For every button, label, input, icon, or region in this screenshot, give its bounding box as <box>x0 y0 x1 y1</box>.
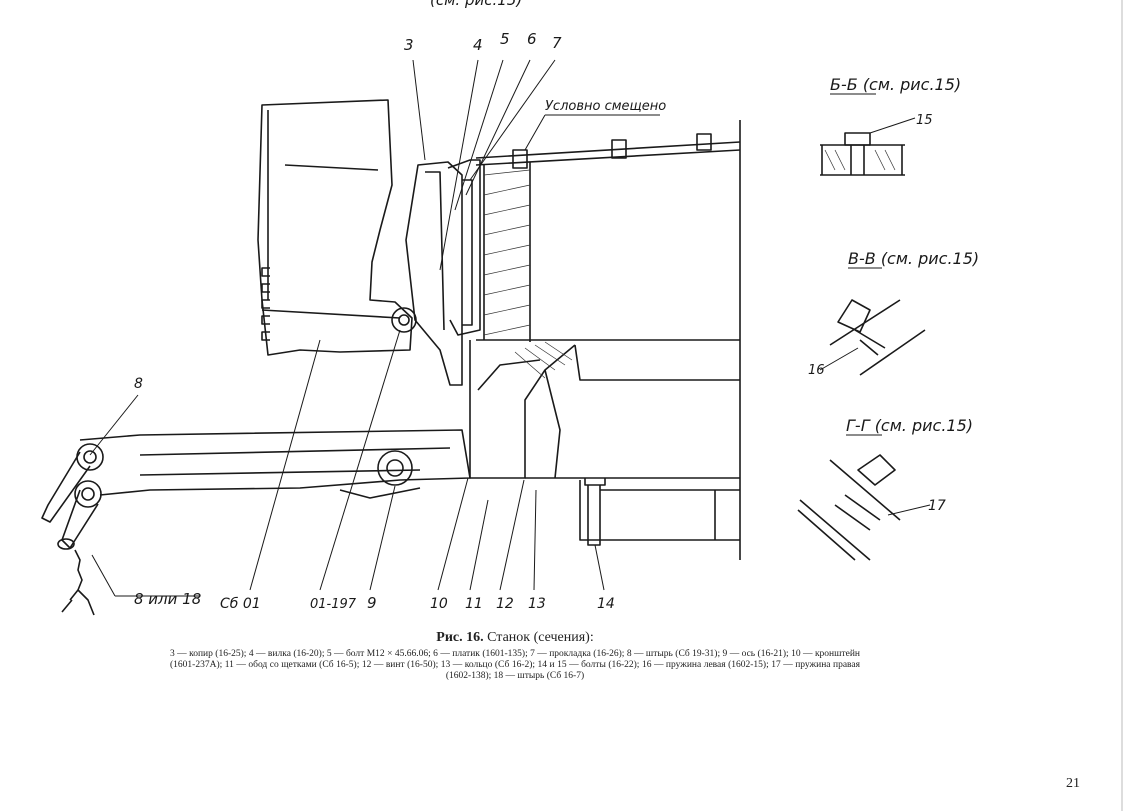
page-edge-shadow <box>1121 0 1123 811</box>
part-label-8: 8 <box>134 376 143 392</box>
part-label-5: 5 <box>500 30 510 48</box>
part-label-8-or-18: 8 или 18 <box>134 590 201 608</box>
part-label-7: 7 <box>552 34 562 52</box>
part-label-01-197: 01-197 <box>310 597 357 612</box>
part-label-15: 15 <box>916 113 933 128</box>
part-label-11: 11 <box>465 596 483 612</box>
page-number: 21 <box>1066 776 1080 791</box>
part-label-6: 6 <box>527 30 537 48</box>
part-label-3: 3 <box>404 36 414 54</box>
top-ref-label: (см. рис.15) <box>430 0 522 9</box>
figure-caption: Рис. 16. Станок (сечения): 3 — копир (16… <box>170 630 860 682</box>
part-label-12: 12 <box>496 596 514 612</box>
caption-title: Рис. 16. Станок (сечения): <box>436 630 594 645</box>
part-label-4: 4 <box>473 36 483 54</box>
part-label-13: 13 <box>528 596 546 612</box>
part-label-10: 10 <box>430 596 448 612</box>
section-title-bb: Б-Б (см. рис.15) <box>830 75 961 94</box>
part-label-9: 9 <box>367 594 377 612</box>
part-label-17: 17 <box>928 498 946 514</box>
part-label-sb01: Сб 01 <box>220 596 261 612</box>
caption-body: 3 — копир (16-25); 4 — вилка (16-20); 5 … <box>170 649 860 681</box>
part-label-16: 16 <box>808 363 825 378</box>
section-title-vv: В-В (см. рис.15) <box>848 249 979 268</box>
offset-note: Условно смещено <box>545 99 666 114</box>
part-label-14: 14 <box>597 596 615 612</box>
section-title-gg: Г-Г (см. рис.15) <box>846 416 973 435</box>
